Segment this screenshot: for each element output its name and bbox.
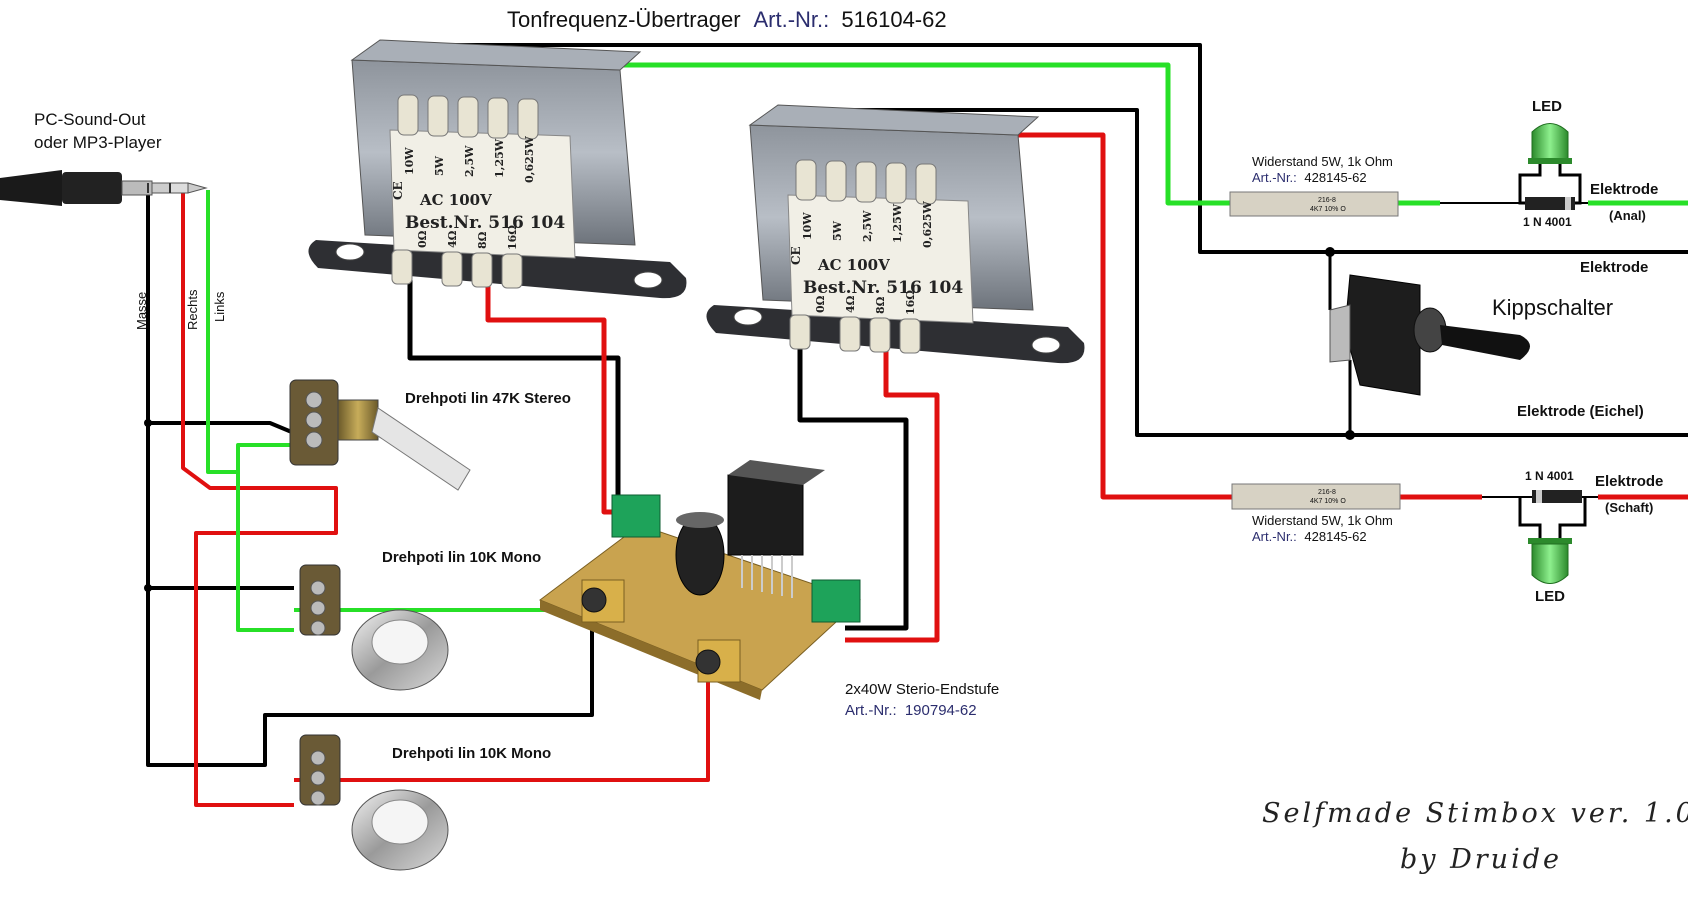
- resistor-bottom-marking-2: 4K7 10% O: [1310, 498, 1346, 505]
- transformer-1: 10W 5W 2,5W 1,25W 0,625W CE AC 100V Best…: [308, 39, 687, 299]
- led-bottom-label: LED: [1535, 588, 1565, 605]
- resistor-bottom-article: Art.-Nr.: 428145-62: [1252, 529, 1367, 544]
- transformer-1-ce: CE: [391, 181, 405, 200]
- svg-text:4Ω: 4Ω: [446, 230, 459, 248]
- source-label-1: PC-Sound-Out: [34, 110, 146, 129]
- svg-text:0Ω: 0Ω: [814, 295, 827, 313]
- electrode-eichel-label: Elektrode (Eichel): [1517, 403, 1644, 420]
- wire-label-rechts: Rechts: [185, 289, 200, 330]
- wire-label-masse: Masse: [134, 292, 149, 330]
- diode-top-label: 1 N 4001: [1523, 215, 1572, 229]
- potentiometer-stereo: [289, 379, 471, 491]
- transformer-2-taps-bottom: 0Ω 4Ω 8Ω 16Ω: [814, 290, 917, 315]
- signature-line-1: Selfmade Stimbox ver. 1.0: [1262, 798, 1688, 829]
- resistor-top: 216-8 4K7 10% O: [1229, 191, 1399, 217]
- led-top: [1518, 123, 1582, 205]
- transformer-2-taps-top: 10W 5W 2,5W 1,25W 0,625W: [801, 201, 934, 248]
- svg-text:10W: 10W: [403, 147, 416, 175]
- wire-masse-stereo: [148, 421, 295, 435]
- transformer-1-ac: AC 100V: [419, 191, 492, 209]
- potentiometer-mono-1: [299, 564, 449, 691]
- wire-amp-trafo1-black: [407, 280, 621, 508]
- svg-text:2,5W: 2,5W: [861, 210, 874, 242]
- amplifier-label: 2x40W Sterio-Endstufe: [845, 681, 999, 698]
- electrode-anal-sublabel: (Anal): [1609, 208, 1646, 223]
- diode-top: [1440, 197, 1588, 210]
- resistor-top-name: Widerstand 5W, 1k Ohm: [1252, 154, 1393, 169]
- electrode-schaft-sublabel: (Schaft): [1605, 500, 1653, 515]
- svg-text:8Ω: 8Ω: [476, 231, 489, 249]
- transformer-1-best: Best.Nr. 516 104: [405, 213, 565, 233]
- wire-amp-mono2-black: [286, 610, 594, 717]
- resistor-top-article: Art.-Nr.: 428145-62: [1252, 170, 1367, 185]
- transformer-1-taps-top: 10W 5W 2,5W 1,25W 0,625W: [403, 136, 536, 183]
- transformer-2-ac: AC 100V: [817, 256, 890, 274]
- potentiometer-mono-1-label: Drehpoti lin 10K Mono: [382, 549, 541, 566]
- svg-text:5W: 5W: [831, 220, 844, 241]
- potentiometer-stereo-label: Drehpoti lin 47K Stereo: [405, 390, 571, 407]
- signature-line-2: by Druide: [1400, 844, 1562, 875]
- wire-amp-trafo2-black: [797, 345, 909, 631]
- electrode-middle-label: Elektrode: [1580, 259, 1648, 276]
- switch-label: Kippschalter: [1492, 295, 1613, 320]
- resistor-top-marking-2: 4K7 10% O: [1310, 206, 1346, 213]
- wire-mono2-amp: [294, 665, 710, 782]
- resistor-top-marking-1: 216-8: [1318, 197, 1336, 204]
- resistor-bottom: 216-8 4K7 10% O: [1231, 483, 1401, 510]
- potentiometer-mono-2-label: Drehpoti lin 10K Mono: [392, 745, 551, 762]
- svg-text:1,25W: 1,25W: [891, 203, 904, 243]
- resistor-bottom-marking-1: 216-8: [1318, 489, 1336, 496]
- amplifier-board: [538, 460, 861, 700]
- wire-masse: [146, 190, 294, 767]
- source-label-2: oder MP3-Player: [34, 133, 162, 152]
- svg-text:10W: 10W: [801, 212, 814, 240]
- svg-text:0Ω: 0Ω: [416, 230, 429, 248]
- wire-amp-trafo2-red: [845, 345, 940, 643]
- wire-rechts: [181, 190, 338, 807]
- svg-text:16Ω: 16Ω: [506, 225, 519, 250]
- svg-text:0,625W: 0,625W: [921, 201, 934, 248]
- toggle-switch-icon: [1329, 274, 1530, 396]
- transformer-2-best: Best.Nr. 516 104: [803, 278, 963, 298]
- wire-links-mono1: [236, 472, 294, 632]
- led-bottom: [1518, 497, 1587, 584]
- electrode-schaft-label: Elektrode: [1595, 473, 1663, 490]
- transformer-2-ce: CE: [789, 246, 803, 265]
- svg-text:1,25W: 1,25W: [493, 138, 506, 178]
- svg-text:5W: 5W: [433, 155, 446, 176]
- wire-label-links: Links: [212, 291, 227, 322]
- diode-bottom-label: 1 N 4001: [1525, 469, 1574, 483]
- svg-text:16Ω: 16Ω: [904, 290, 917, 315]
- svg-text:8Ω: 8Ω: [874, 296, 887, 314]
- transformer-2: 10W 5W 2,5W 1,25W 0,625W CE AC 100V Best…: [706, 104, 1085, 364]
- svg-text:2,5W: 2,5W: [463, 145, 476, 177]
- potentiometer-mono-2: [299, 734, 449, 871]
- electrode-anal-label: Elektrode: [1590, 181, 1658, 198]
- led-top-label: LED: [1532, 98, 1562, 115]
- resistor-bottom-name: Widerstand 5W, 1k Ohm: [1252, 513, 1393, 528]
- svg-text:4Ω: 4Ω: [844, 295, 857, 313]
- transformer-1-taps-bottom: 0Ω 4Ω 8Ω 16Ω: [416, 225, 519, 250]
- audio-jack-icon: [0, 170, 208, 206]
- amplifier-article: Art.-Nr.: 190794-62: [845, 702, 977, 719]
- title: Tonfrequenz-Übertrager Art.-Nr.: 516104-…: [507, 7, 947, 32]
- diode-bottom: [1482, 490, 1598, 503]
- svg-text:0,625W: 0,625W: [523, 136, 536, 183]
